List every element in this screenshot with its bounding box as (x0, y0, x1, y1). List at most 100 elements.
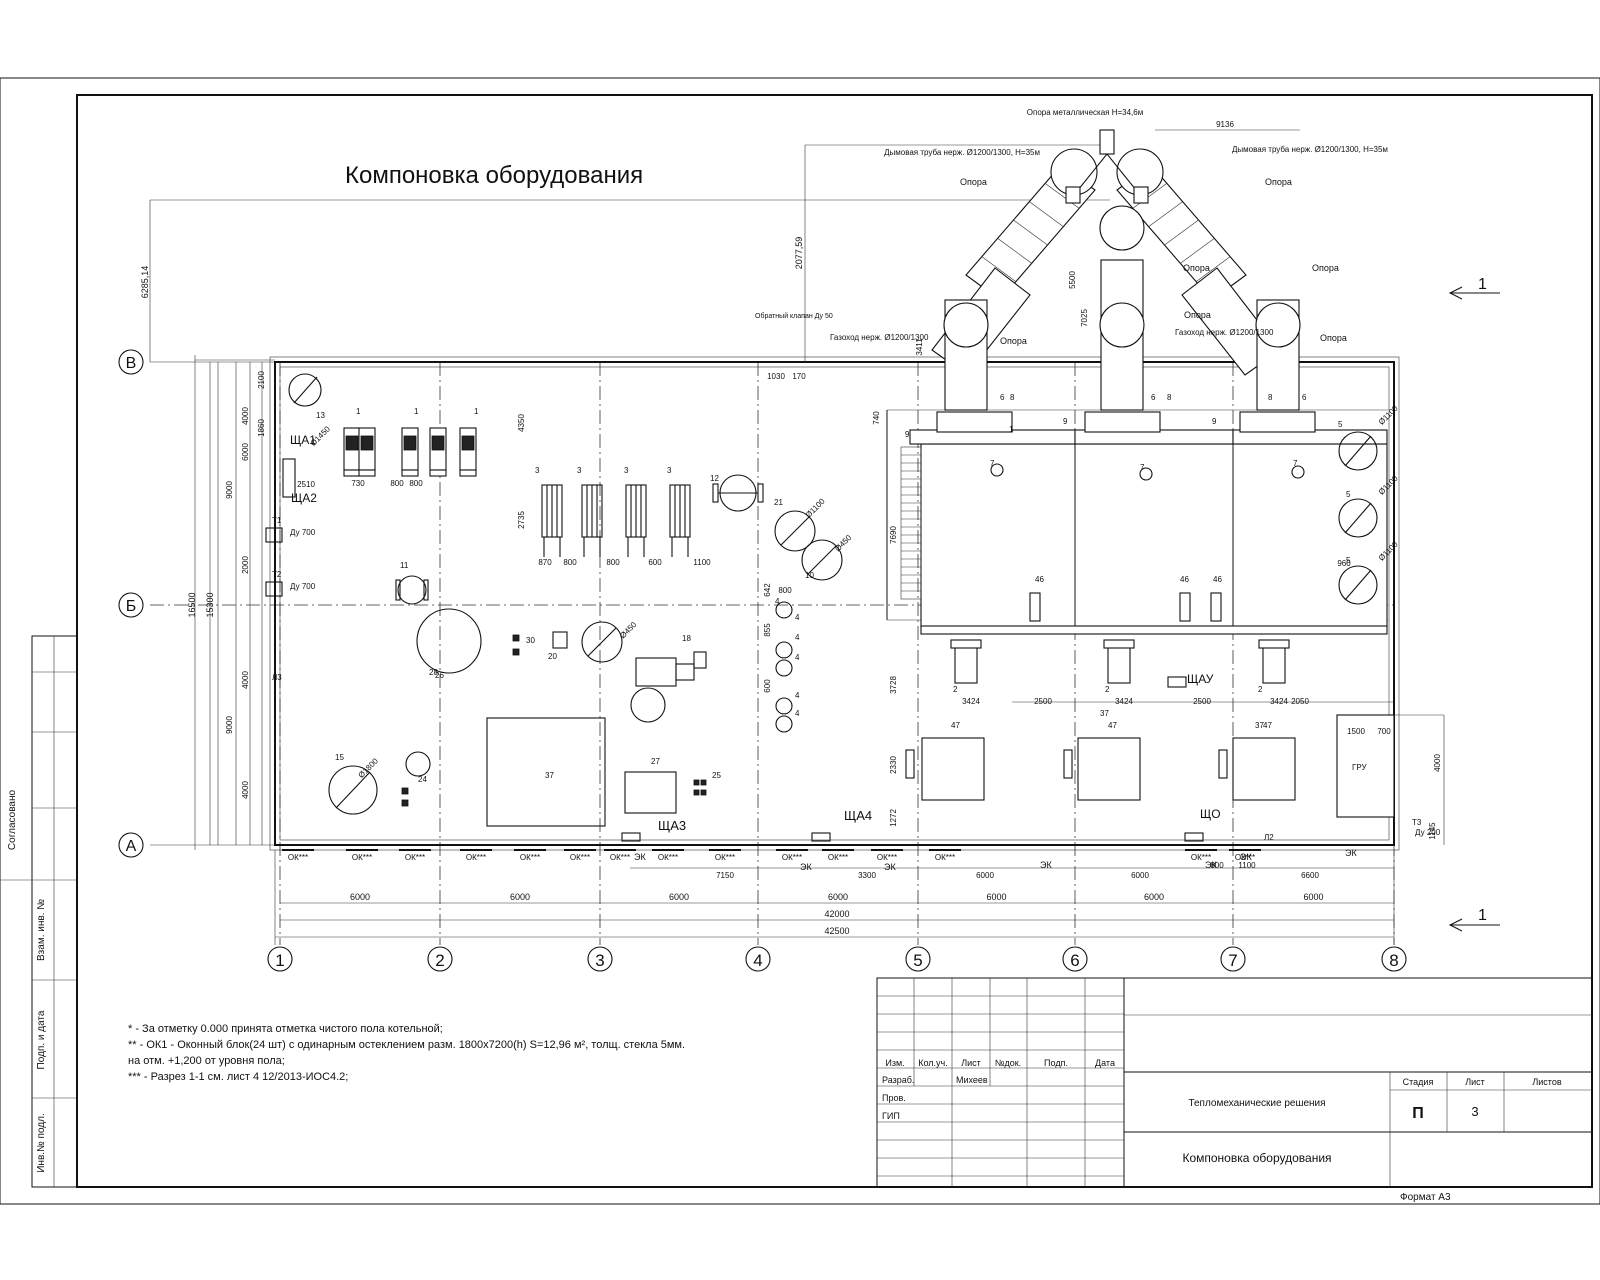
side-stamp-label: Инв.№ подл. (36, 1113, 47, 1173)
window-label: ОК*** (610, 853, 630, 862)
item-number: 37 (1100, 709, 1109, 718)
equipment-dimension: 2510 (297, 480, 315, 489)
equipment-dimension: 7025 (1080, 309, 1089, 327)
item-number: 9 (1063, 417, 1068, 426)
window-label: ОК*** (570, 853, 590, 862)
side-stamp-label: Согласовано (7, 790, 18, 851)
equipment-dimension: 1272 (889, 809, 898, 827)
item-number: 10 (805, 571, 814, 580)
item-number: 5 (1346, 556, 1351, 565)
duct-height-dimension: 2077,59 (794, 237, 804, 270)
pipe-label: Л3 (272, 673, 282, 682)
item-number: 7 (990, 459, 995, 468)
diameter-label: Ø1100 (1377, 403, 1400, 426)
total-overall-dimension: 42500 (824, 926, 849, 936)
support-label: Опора (1184, 310, 1211, 320)
item-number: 12 (710, 474, 719, 483)
bottom-dimension: 6000 (976, 871, 994, 880)
bay-dimension: 6000 (1144, 892, 1164, 902)
equipment-dimension: 800 (606, 558, 620, 567)
item-number: 15 (335, 753, 344, 762)
equipment-dimension: 730 (351, 479, 365, 488)
equipment-dimension: 800 (778, 586, 792, 595)
stamp-section: Тепломеханические решения (1188, 1098, 1325, 1109)
item-number: 7 (1140, 463, 1145, 472)
pipe-label: Л2 (1264, 833, 1274, 842)
axis-column-label: 2 (435, 951, 444, 970)
axis-bubble (427, 946, 453, 972)
equipment-dimension: 800 (409, 479, 423, 488)
bay-dimension: 6000 (1303, 892, 1323, 902)
axis-column-label: 3 (595, 951, 604, 970)
equipment-dimension: 1145 (1428, 822, 1437, 840)
item-number: 25 (712, 771, 721, 780)
pipe-label: Ду 200 (1415, 828, 1441, 837)
stamp-role: Разраб. (882, 1075, 914, 1085)
ek-label: ЭК (1040, 860, 1052, 870)
item-number: 46 (1180, 575, 1189, 584)
window-label: ОК*** (1235, 853, 1255, 862)
axis-bubble (1381, 946, 1407, 972)
panel-label: ЩО (1200, 807, 1221, 821)
item-number: 7 (1293, 459, 1298, 468)
window-label: ОК*** (1191, 853, 1211, 862)
item-number: 1 (474, 407, 479, 416)
equipment-dimension: 2500 (1193, 697, 1211, 706)
equipment-dimension: 600 (763, 679, 772, 693)
equipment-dimension: 3411 (915, 338, 924, 356)
item-number: 18 (682, 634, 691, 643)
left-dimension: 4000 (241, 407, 250, 425)
equipment-dimension: 800 (563, 558, 577, 567)
vent-note: Обратный клапан Ду 50 (755, 312, 833, 320)
item-number: 28 (429, 668, 438, 677)
axis-column-label: 8 (1389, 951, 1398, 970)
window-label: ОК*** (520, 853, 540, 862)
window-label: ОК*** (466, 853, 486, 862)
left-dimension: 4000 (241, 781, 250, 799)
item-number: 5 (1338, 420, 1343, 429)
equipment-dimension: 870 (538, 558, 552, 567)
support-label: Опора (1312, 263, 1339, 273)
axis-column-label: 7 (1228, 951, 1237, 970)
note-line: *** - Разрез 1-1 см. лист 4 12/2013-ИОС4… (128, 1071, 348, 1083)
height-overall-dimension: 16500 (187, 592, 197, 617)
item-number: 2 (1258, 685, 1263, 694)
axis-column-label: 6 (1070, 951, 1079, 970)
support-label: Опора (960, 177, 987, 187)
item-number: 21 (774, 498, 783, 507)
item-number: 20 (548, 652, 557, 661)
stamp-role: Пров. (882, 1093, 906, 1103)
stamp-role: ГИП (882, 1111, 900, 1121)
stamp-header: Изм. (885, 1058, 904, 1068)
note-line-cont: на отм. +1,200 от уровня пола; (128, 1055, 285, 1067)
ek-label: ЭК (800, 862, 812, 872)
item-number: 24 (418, 775, 427, 784)
item-number: 8 (1167, 393, 1172, 402)
stamp-sheets-label: Листов (1532, 1077, 1561, 1087)
window-label: ОК*** (288, 853, 308, 862)
stamp-sheet: 3 (1471, 1104, 1478, 1119)
support-label: Опора (1183, 263, 1210, 273)
total-axes-dimension: 42000 (824, 909, 849, 919)
panel-label: ЩА2 (291, 491, 317, 505)
equipment-dimension: 2500 (1034, 697, 1052, 706)
support-label: Опора (1320, 333, 1347, 343)
item-number: 5 (1346, 490, 1351, 499)
height-dimension: 15300 (205, 592, 215, 617)
equipment-dimension: 740 (872, 411, 881, 425)
bottom-dimension: 800 (1210, 861, 1224, 870)
item-number: 3 (624, 466, 629, 475)
side-stamp-label: Подп. и дата (36, 1010, 47, 1069)
diameter-label: Ø1100 (804, 496, 827, 519)
bottom-dimension: 7150 (716, 871, 734, 880)
item-number: 4 (775, 597, 780, 606)
equipment-dimension: 855 (763, 623, 772, 637)
diameter-label: Ø450 (833, 533, 854, 554)
equipment-dimension: 1500 (1347, 727, 1365, 736)
equipment-dimension: 170 (792, 372, 806, 381)
item-number: 3 (535, 466, 540, 475)
stamp-sheet-label: Лист (1465, 1077, 1485, 1087)
equipment-dimension: 1100 (693, 558, 711, 567)
left-dimension: 9000 (225, 716, 234, 734)
